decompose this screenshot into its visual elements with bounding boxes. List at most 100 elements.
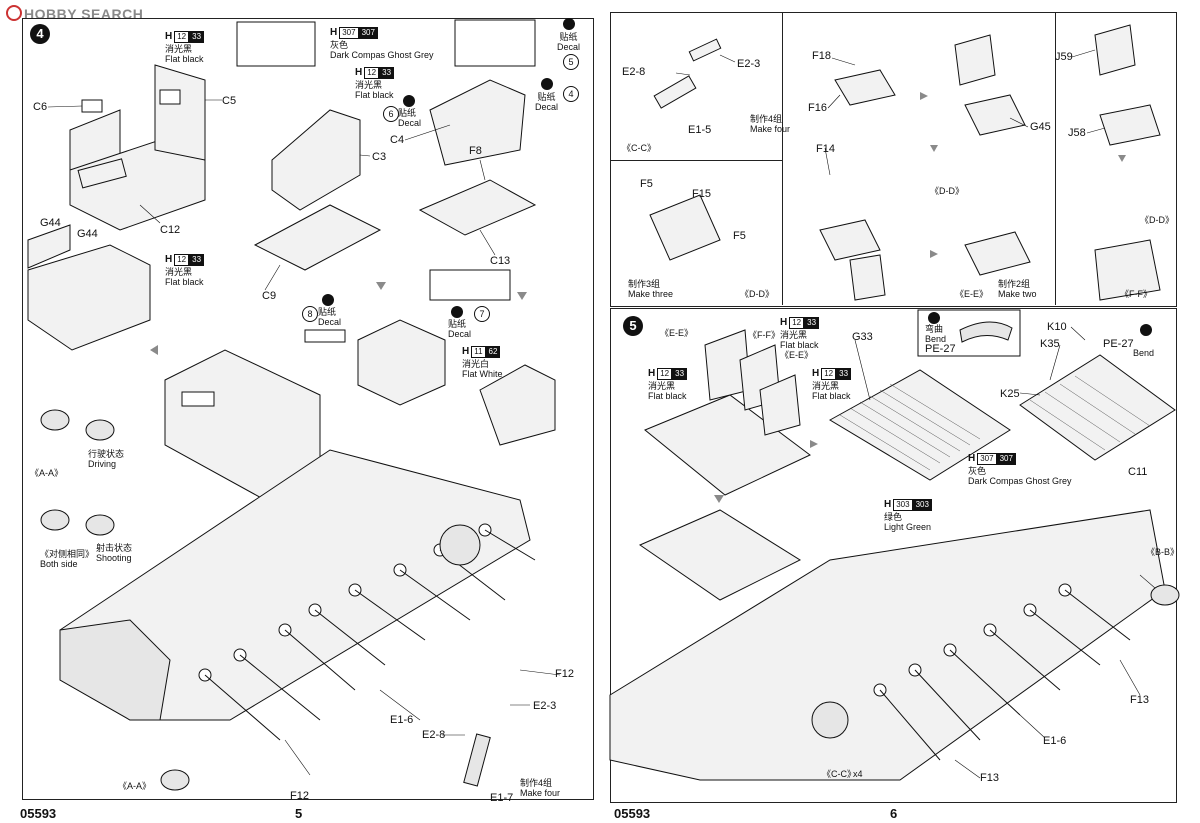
- label-c13: C13: [490, 255, 511, 267]
- label-f16: F16: [808, 102, 827, 114]
- decal-number-5: 5: [563, 54, 579, 70]
- decal-icon-8: [322, 294, 334, 306]
- decal-icon-7: [451, 306, 463, 318]
- label-section-cc-top: 《C-C》: [622, 143, 656, 153]
- bend-callout-left: 弯曲 Bend: [925, 324, 947, 344]
- decal-callout-5: 贴纸 Decal: [557, 32, 581, 52]
- label-g45: G45: [1030, 121, 1051, 133]
- label-c12: C12: [160, 224, 181, 236]
- label-e1-6: E1-6: [390, 714, 414, 726]
- label-pe-27-a: PE-27: [925, 343, 956, 355]
- bend-callout-right: Bend: [1133, 348, 1155, 358]
- label-c3: C3: [372, 151, 387, 163]
- label-f18: F18: [812, 50, 831, 62]
- label-section-dd-1: 《D-D》: [930, 186, 964, 196]
- bend-icon-right: [1140, 324, 1152, 336]
- decal-callout-6: 贴纸 Decal: [398, 108, 422, 128]
- decal-callout-4: 贴纸 Decal: [535, 92, 559, 112]
- note-make-two: 制作2组 Make two: [998, 279, 1037, 299]
- label-f8: F8: [469, 145, 482, 157]
- decal-callout-8: 贴纸 Decal: [318, 307, 342, 327]
- label-section-ee-a: 《E-E》: [660, 328, 694, 338]
- right-top-divider-1: [782, 12, 783, 305]
- right-page-top-frame: [610, 12, 1177, 307]
- label-section-dd-3: 《D-D》: [740, 289, 774, 299]
- label-section-aa-2: 《A-A》: [118, 781, 152, 791]
- label-e1-5: E1-5: [688, 124, 712, 136]
- note-make-four-right: 制作4组 Make four: [750, 114, 791, 134]
- label-e2-8: E2-8: [422, 729, 446, 741]
- label-k35: K35: [1040, 338, 1060, 350]
- left-page-number: 5: [295, 806, 303, 821]
- decal-callout-7: 贴纸 Decal: [448, 319, 472, 339]
- right-page-number: 6: [890, 806, 898, 821]
- right-top-divider-2: [1055, 12, 1056, 305]
- label-section-cc: 《C-C》: [822, 769, 856, 779]
- label-x4: x4: [853, 769, 863, 779]
- label-f14: F14: [816, 143, 835, 155]
- label-g44-a: G44: [40, 217, 61, 229]
- label-j58: J58: [1068, 127, 1086, 139]
- label-section-ee-top: 《E-E》: [955, 289, 989, 299]
- label-j59: J59: [1055, 51, 1073, 63]
- label-e2-3: E2-3: [533, 700, 557, 712]
- note-both-side: 《对侧相同》 Both side: [40, 549, 95, 569]
- label-f13-b: F13: [980, 772, 999, 784]
- label-g33: G33: [852, 331, 873, 343]
- right-page-bottom-frame: [610, 308, 1177, 803]
- label-f5-a: F5: [640, 178, 653, 190]
- right-top-divider-h: [610, 160, 782, 161]
- decal-number-6: 6: [383, 106, 399, 122]
- decal-icon-4: [541, 78, 553, 90]
- label-section-dd-2: 《D-D》: [1140, 215, 1174, 225]
- label-c9: C9: [262, 290, 277, 302]
- watermark-logo-icon: [6, 5, 22, 21]
- label-k25: K25: [1000, 388, 1020, 400]
- label-k10: K10: [1047, 321, 1067, 333]
- decal-number-8: 8: [302, 306, 318, 322]
- label-e2-8-top: E2-8: [622, 66, 646, 78]
- note-driving: 行驶状态 Driving: [88, 449, 125, 469]
- label-e1-7: E1-7: [490, 792, 514, 804]
- label-c11: C11: [1128, 466, 1148, 478]
- note-make-four-left: 制作4组 Make four: [520, 778, 561, 798]
- decal-icon-5: [563, 18, 575, 30]
- label-pe-27-b: PE-27: [1103, 338, 1134, 350]
- right-catalog-number: 05593: [614, 806, 651, 821]
- label-g44-b: G44: [77, 228, 98, 240]
- note-shooting: 射击状态 Shooting: [96, 543, 133, 563]
- label-c6: C6: [33, 101, 48, 113]
- label-f5-b: F5: [733, 230, 746, 242]
- label-section-aa-1: 《A-A》: [30, 468, 64, 478]
- decal-number-4: 4: [563, 86, 579, 102]
- label-c4: C4: [390, 134, 405, 146]
- label-section-ee-b: 《E-E》: [780, 350, 814, 360]
- label-f15: F15: [692, 188, 711, 200]
- step-number-5: 5: [623, 316, 643, 336]
- label-e1-6-right: E1-6: [1043, 735, 1067, 747]
- label-section-ff-top: 《F-F》: [1120, 289, 1152, 299]
- label-c5: C5: [222, 95, 237, 107]
- left-page-frame: [22, 18, 594, 800]
- decal-number-7: 7: [474, 306, 490, 322]
- label-f12-a: F12: [555, 668, 574, 680]
- label-e2-3-top: E2-3: [737, 58, 761, 70]
- bend-icon-left: [928, 312, 940, 324]
- label-section-bb: 《B-B》: [1146, 547, 1180, 557]
- label-f13-a: F13: [1130, 694, 1149, 706]
- decal-icon-6: [403, 95, 415, 107]
- note-make-three: 制作3组 Make three: [628, 279, 674, 299]
- label-f12-b: F12: [290, 790, 309, 802]
